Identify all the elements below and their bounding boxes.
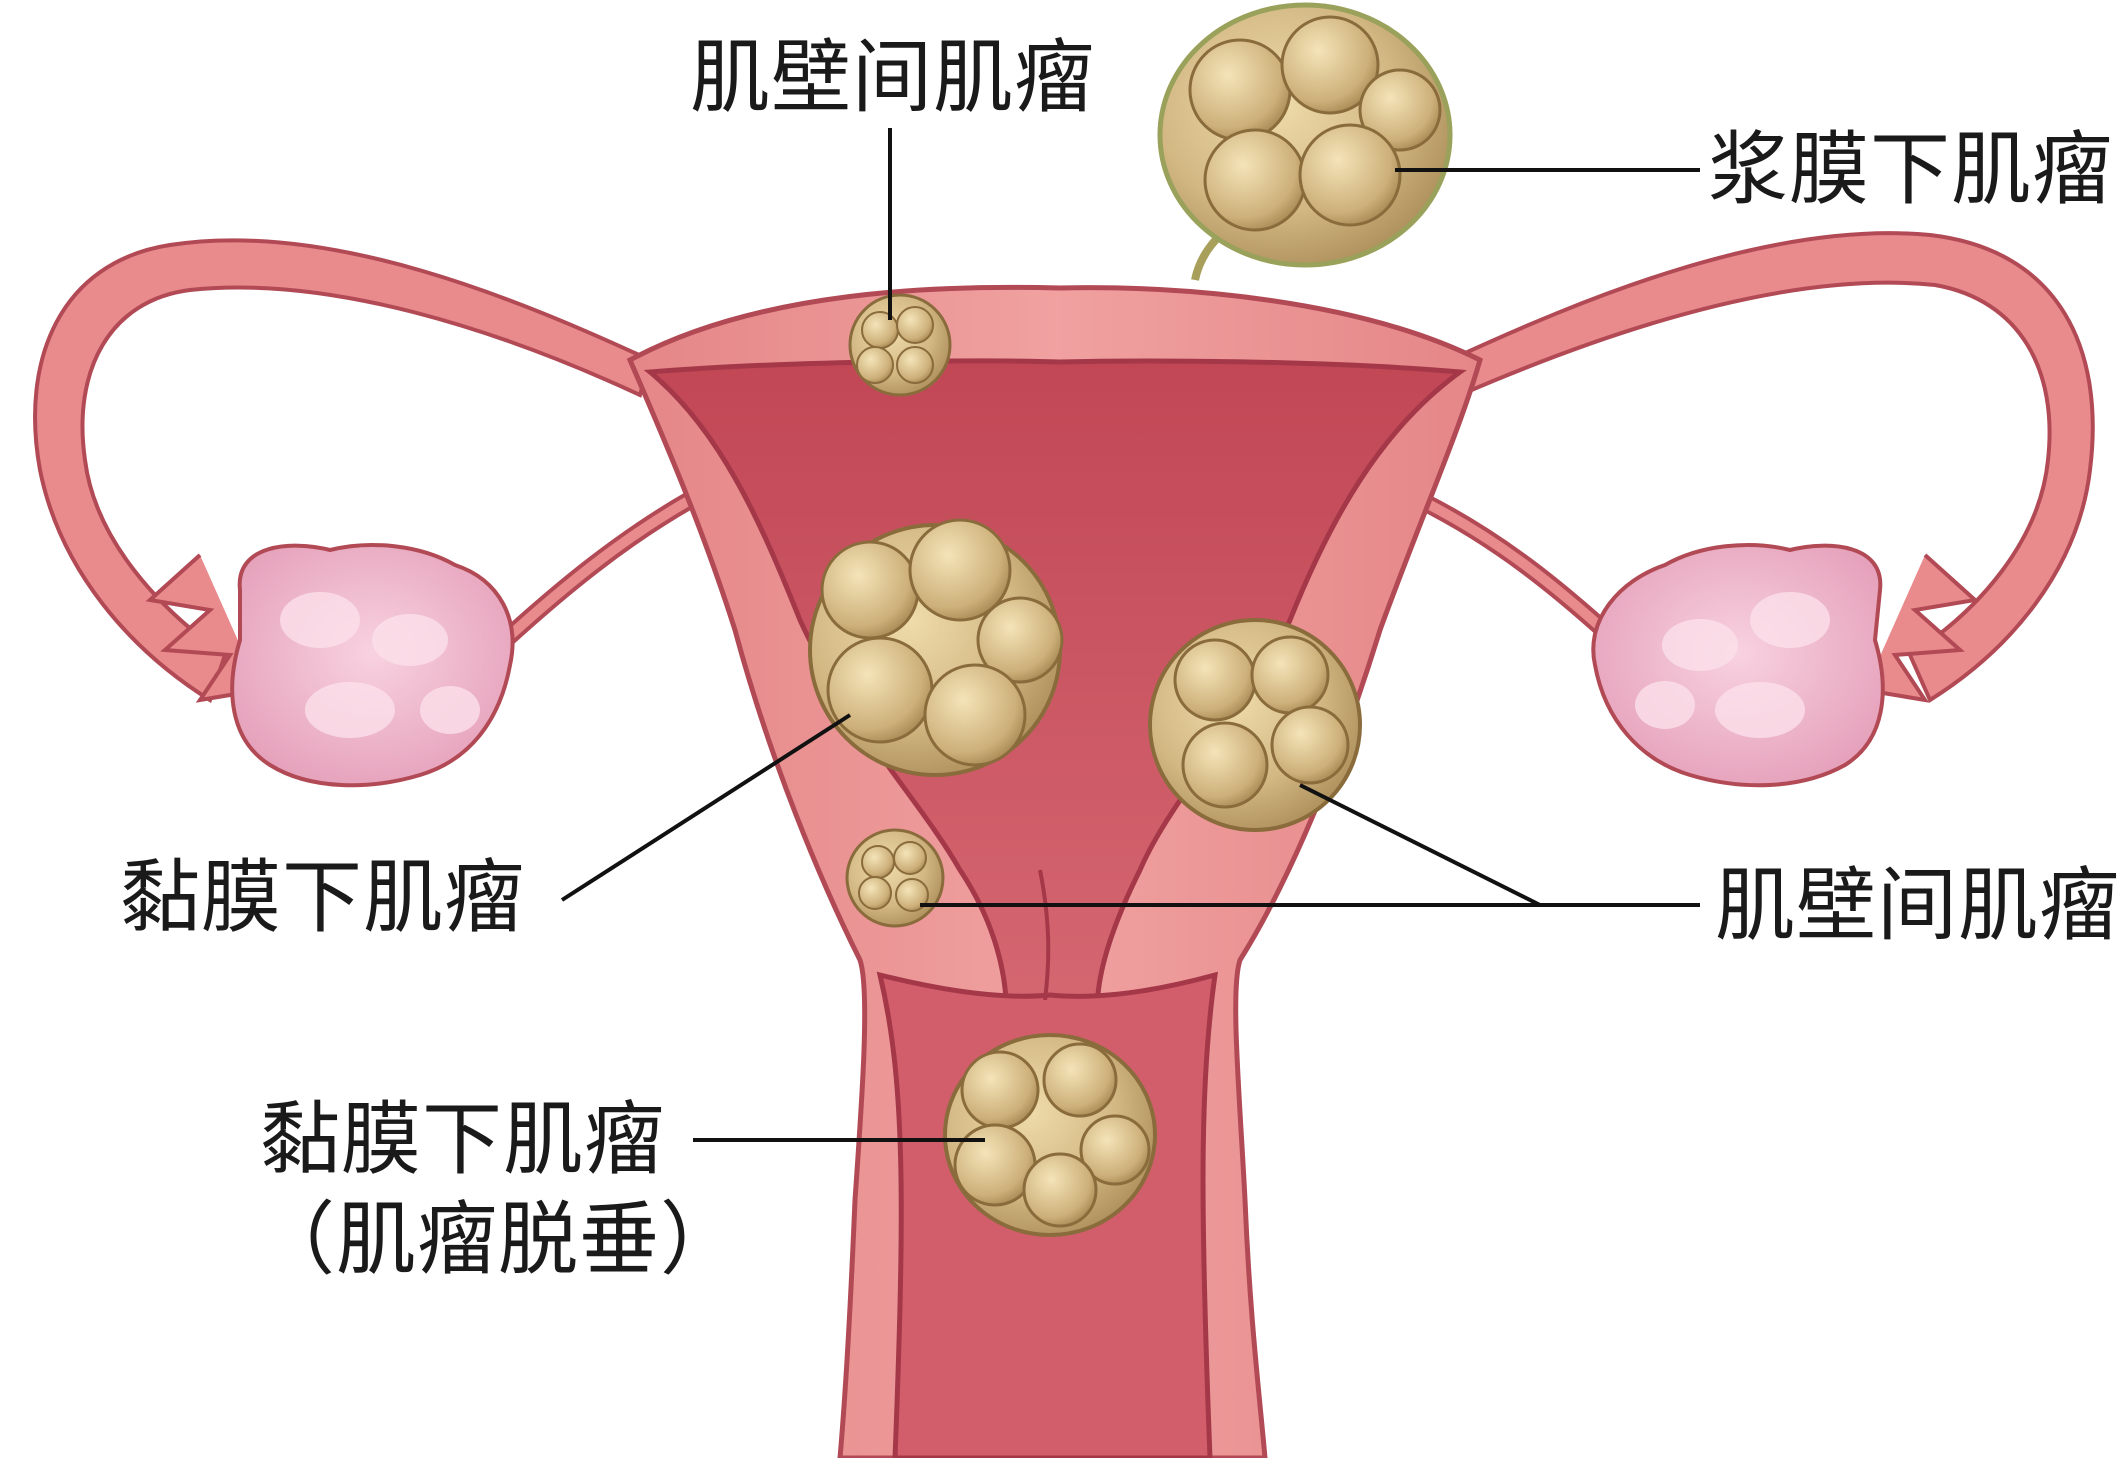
fibroid-intramural-fundus bbox=[848, 293, 952, 397]
leader-lines bbox=[560, 128, 1700, 1142]
fibroid-prolapsed bbox=[943, 1033, 1157, 1237]
right-ovary bbox=[1591, 543, 1885, 788]
fibroid-intramural-right bbox=[1148, 618, 1362, 832]
label-subserosal: 浆膜下肌瘤 bbox=[1708, 123, 2113, 216]
label-submucosal-left: 黏膜下肌瘤 bbox=[120, 851, 525, 944]
uterus-body bbox=[626, 284, 1483, 1458]
label-intramural-top: 肌壁间肌瘤 bbox=[690, 31, 1095, 124]
fibroid-subserosal bbox=[1157, 2, 1453, 268]
leader-submucosal bbox=[560, 713, 852, 902]
left-ovary bbox=[230, 543, 515, 788]
leader-intramural-right-a bbox=[1299, 783, 1541, 907]
label-prolapsed-line2: （肌瘤脱垂） bbox=[255, 1193, 741, 1286]
label-intramural-right: 肌壁间肌瘤 bbox=[1715, 859, 2120, 952]
right-fallopian-tube bbox=[1415, 231, 2095, 703]
fibroid-submucosal-large bbox=[808, 518, 1064, 777]
label-prolapsed-line1: 黏膜下肌瘤 bbox=[260, 1093, 665, 1186]
fibroid-intramural-small bbox=[845, 828, 945, 928]
